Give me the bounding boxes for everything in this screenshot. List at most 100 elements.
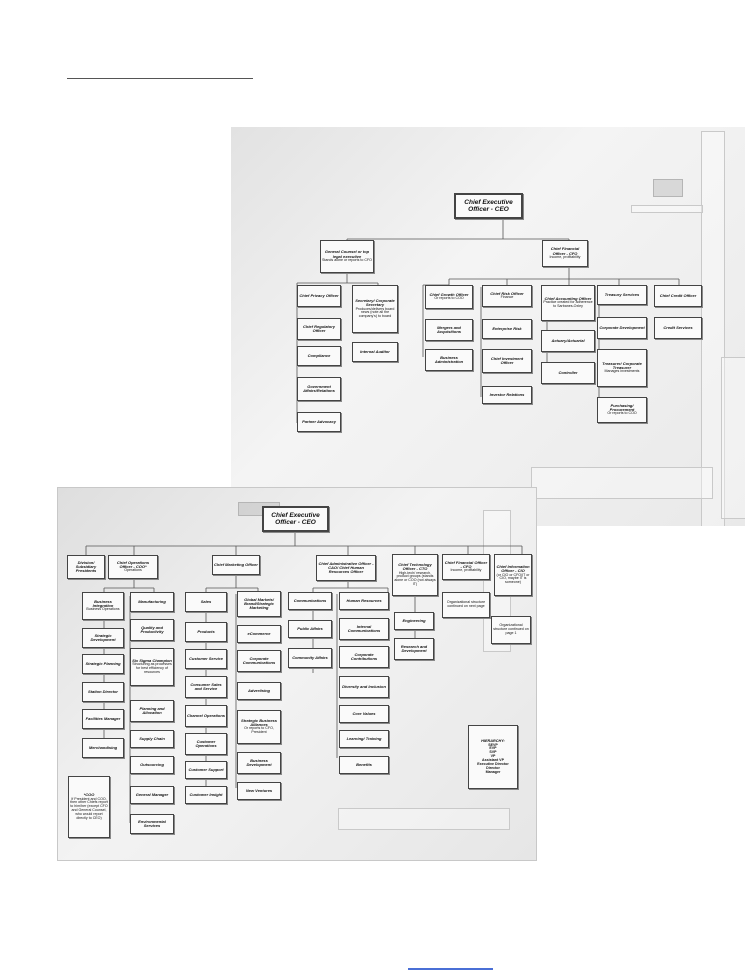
chart1-investment-box: Chief Investment Officer — [482, 349, 532, 373]
chart2-customer-insight-box: Customer Insight — [185, 786, 227, 804]
box-subtitle: Manages investments — [604, 369, 640, 374]
chart1-business-admin-box: Business Administration — [425, 349, 473, 371]
box-title: Division/ Subsidiary Presidents — [75, 559, 97, 574]
chart2-core-values-box: Core Values — [339, 705, 389, 723]
box-title: Strategic Planning — [85, 660, 121, 666]
chart2-manufacturing-box: Manufacturing — [130, 592, 174, 612]
chart2-new-ventures-box: New Ventures — [237, 782, 281, 800]
box-title: Customer Service — [188, 655, 223, 661]
chart1-ceo-title: Chief Executive Officer - CEO — [464, 198, 513, 213]
box-title: Chief Privacy Officer — [299, 292, 339, 298]
box-title: Research and Development — [400, 643, 428, 653]
chart2-products-box: Products — [185, 622, 227, 642]
chart2-planning-box: Planning and Allocation — [130, 700, 174, 722]
chart2-channel-ops-box: Channel Operations — [185, 705, 227, 727]
chart2-merchandising-box: Merchandising — [82, 738, 124, 758]
chart2-strategic-planning-box: Strategic Planning — [82, 654, 124, 674]
chart2-internal-comm-box: Internal Communications — [339, 618, 389, 640]
box-subtitle: Income, profitability — [549, 254, 581, 259]
org-chart-panel-operations: Chief Executive Officer - CEO Division/ … — [57, 487, 537, 861]
box-title: Merchandising — [88, 744, 118, 750]
chart2-customer-support-box: Customer Support — [185, 761, 227, 779]
box-title: *COO — [83, 792, 95, 798]
box-title: Community Affairs — [292, 654, 328, 660]
chart2-six-sigma-box: Six Sigma Champion Structuring as proces… — [130, 648, 174, 686]
background-window-graphic — [653, 179, 683, 197]
box-subtitle: High-tech/ research, product groups (sta… — [394, 570, 436, 587]
hierarchy-level: VP — [490, 754, 496, 759]
box-title: Investor Relations — [489, 391, 525, 397]
chart2-bizdev-box: Business Development — [237, 752, 281, 774]
box-subtitle: Operations — [124, 568, 142, 573]
chart2-advertising-box: Advertising — [237, 682, 281, 700]
box-title: Engineering — [402, 617, 426, 623]
box-title: Chief Growth Officer — [429, 291, 469, 297]
chart1-mergers-box: Mergers and Acquisitions — [425, 319, 473, 341]
chart2-cfo-box: Chief Financial Officer - CFO Income, pr… — [442, 554, 490, 580]
box-title: Sales — [200, 598, 212, 604]
box-subtitle: Or reports to CFO, President — [244, 726, 274, 735]
box-title: Credit Services — [663, 324, 693, 330]
chart2-cto-box: Chief Technology Officer - CTO High-tech… — [392, 554, 438, 596]
chart2-learning-box: Learning/ Training — [339, 730, 389, 748]
footer-link-underline[interactable] — [408, 968, 493, 970]
chart2-outsourcing-box: Outsourcing — [130, 756, 174, 774]
chart2-diversity-box: Diversity and Inclusion — [339, 676, 389, 698]
chart2-quality-box: Quality and Productivity — [130, 619, 174, 641]
box-title: Chief Investment Officer — [490, 355, 524, 365]
chart2-ceo-box: Chief Executive Officer - CEO — [262, 506, 329, 532]
box-title: Internal Communications — [347, 623, 381, 633]
box-title: Benefits — [356, 761, 372, 767]
box-subtitle: Business Operations — [86, 607, 120, 612]
box-title: Advertising — [247, 687, 270, 693]
background-floor-graphic — [338, 808, 510, 830]
box-title: Chief Technology Officer - CTO — [398, 561, 432, 572]
box-title: Secretary/ Corporate Secretary — [355, 297, 395, 308]
chart2-cao-box: Chief Administrative Officer - CAO/ Chie… — [316, 555, 376, 581]
box-title: Six Sigma Champion — [132, 658, 172, 664]
box-title: Mergers and Acquisitions — [436, 324, 461, 334]
box-title: Partner Advocacy — [302, 418, 336, 424]
chart2-coo-box: Chief Operations Officer - COO* Operatio… — [108, 555, 158, 579]
chart1-investor-relations-box: Investor Relations — [482, 386, 532, 404]
box-title: Treasurer/ Corporate Treasurer — [602, 360, 642, 371]
box-subtitle: If President and COO, then other Chiefs … — [70, 796, 108, 820]
chart1-government-box: Government Affairs/Relations — [297, 377, 341, 401]
chart1-treasurer-box: Treasurer/ Corporate Treasurer Manages i… — [597, 349, 647, 387]
chart1-credit-officer-box: Chief Credit Officer — [654, 285, 702, 307]
chart1-treasury-services-box: Treasury Services — [597, 285, 647, 305]
chart1-accounting-box: Chief Accounting Officer Practice create… — [541, 285, 595, 321]
chart1-credit-services-box: Credit Services — [654, 317, 702, 339]
box-title: Channel Operations — [187, 712, 226, 718]
box-title: Chief Regulatory Officer — [302, 323, 335, 333]
box-title: Public Affairs — [297, 625, 323, 631]
chart2-biz-integration-box: Business Integration Business Operations — [82, 592, 124, 620]
box-title: Controller — [558, 369, 578, 375]
chart2-cfo-note-box: Organizational structure continued on ne… — [442, 592, 490, 618]
box-title: Business Administration — [434, 354, 464, 364]
box-title: Chief Financial Officer - CFO — [550, 246, 580, 256]
box-title: Core Values — [352, 710, 376, 716]
box-subtitle: Or reports to COO — [434, 296, 464, 301]
chart2-ceo-title: Chief Executive Officer - CEO — [271, 511, 320, 526]
box-title: Government Affairs/Relations — [303, 383, 335, 393]
box-title: Compliance — [307, 352, 331, 358]
chart2-coo-footnote-box: *COO If President and COO, then other Ch… — [68, 776, 110, 838]
box-title: Learning/ Training — [346, 735, 382, 741]
box-title: Chief Credit Officer — [659, 292, 697, 298]
box-title: Quality and Productivity — [140, 624, 164, 634]
box-title: Chief Financial Officer - CFO — [444, 559, 488, 570]
hierarchy-level: Manager — [485, 769, 501, 774]
box-title: Consumer Sales and Service — [190, 681, 222, 691]
box-subtitle: Structuring as processes for best effici… — [132, 662, 172, 675]
chart2-strategic-dev-box: Strategic Development — [82, 628, 124, 648]
chart2-facilities-box: Facilities Manager — [82, 709, 124, 729]
box-title: Manufacturing — [138, 598, 166, 604]
box-subtitle: Or reports to COO — [607, 411, 637, 416]
box-title: Human Resources — [346, 597, 382, 603]
box-title: Chief Administrative Officer - CAO/ Chie… — [318, 560, 374, 575]
box-subtitle: Stands alone or reports to CFO — [322, 257, 372, 262]
chart1-cfo-box: Chief Financial Officer - CFO Income, pr… — [542, 240, 588, 267]
box-title: Diversity and Inclusion — [342, 683, 386, 689]
hierarchy-level: SEVP — [488, 742, 498, 747]
